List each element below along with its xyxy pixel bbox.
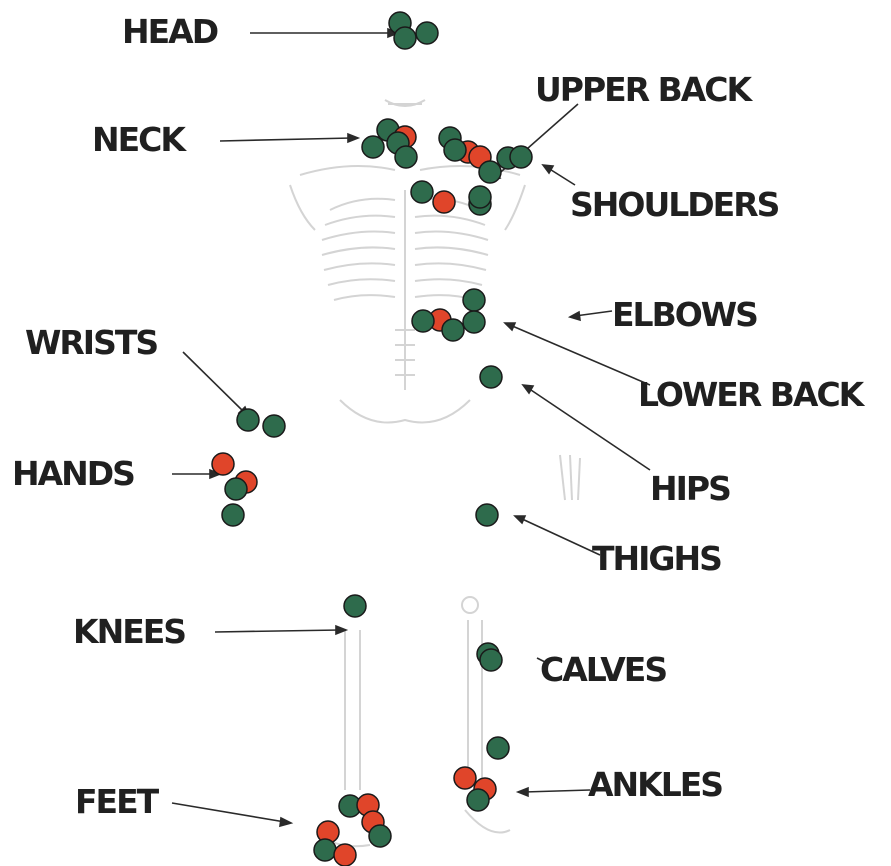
green-marker [411, 181, 433, 203]
green-marker [469, 186, 491, 208]
green-marker [480, 649, 502, 671]
label-ankles: ANKLES [588, 768, 722, 801]
label-shoulders: SHOULDERS [570, 188, 778, 221]
label-upper-back: UPPER BACK [535, 73, 750, 106]
green-marker [394, 27, 416, 49]
label-thighs: THIGHS [592, 542, 721, 575]
green-marker [314, 839, 336, 861]
label-knees: KNEES [73, 615, 185, 648]
green-marker [263, 415, 285, 437]
red-marker [454, 767, 476, 789]
green-marker [395, 146, 417, 168]
green-marker [510, 146, 532, 168]
red-marker [334, 844, 356, 866]
green-marker [344, 595, 366, 617]
label-lower-back: LOWER BACK [638, 378, 862, 411]
green-marker [463, 311, 485, 333]
green-marker [416, 22, 438, 44]
green-marker [362, 136, 384, 158]
green-marker [222, 504, 244, 526]
label-head: HEAD [122, 15, 217, 48]
green-marker [444, 139, 466, 161]
green-marker [463, 289, 485, 311]
green-marker [225, 478, 247, 500]
red-marker [433, 191, 455, 213]
green-marker [412, 310, 434, 332]
label-hands: HANDS [12, 457, 134, 490]
label-hips: HIPS [650, 472, 730, 505]
green-marker [467, 789, 489, 811]
label-neck: NECK [92, 123, 184, 156]
green-marker [442, 319, 464, 341]
label-elbows: ELBOWS [612, 298, 757, 331]
red-marker [212, 453, 234, 475]
label-wrists: WRISTS [25, 326, 157, 359]
green-marker [369, 825, 391, 847]
green-marker [487, 737, 509, 759]
label-calves: CALVES [540, 653, 666, 686]
green-marker [479, 161, 501, 183]
green-marker [480, 366, 502, 388]
green-marker [237, 409, 259, 431]
label-feet: FEET [75, 785, 157, 818]
green-marker [476, 504, 498, 526]
